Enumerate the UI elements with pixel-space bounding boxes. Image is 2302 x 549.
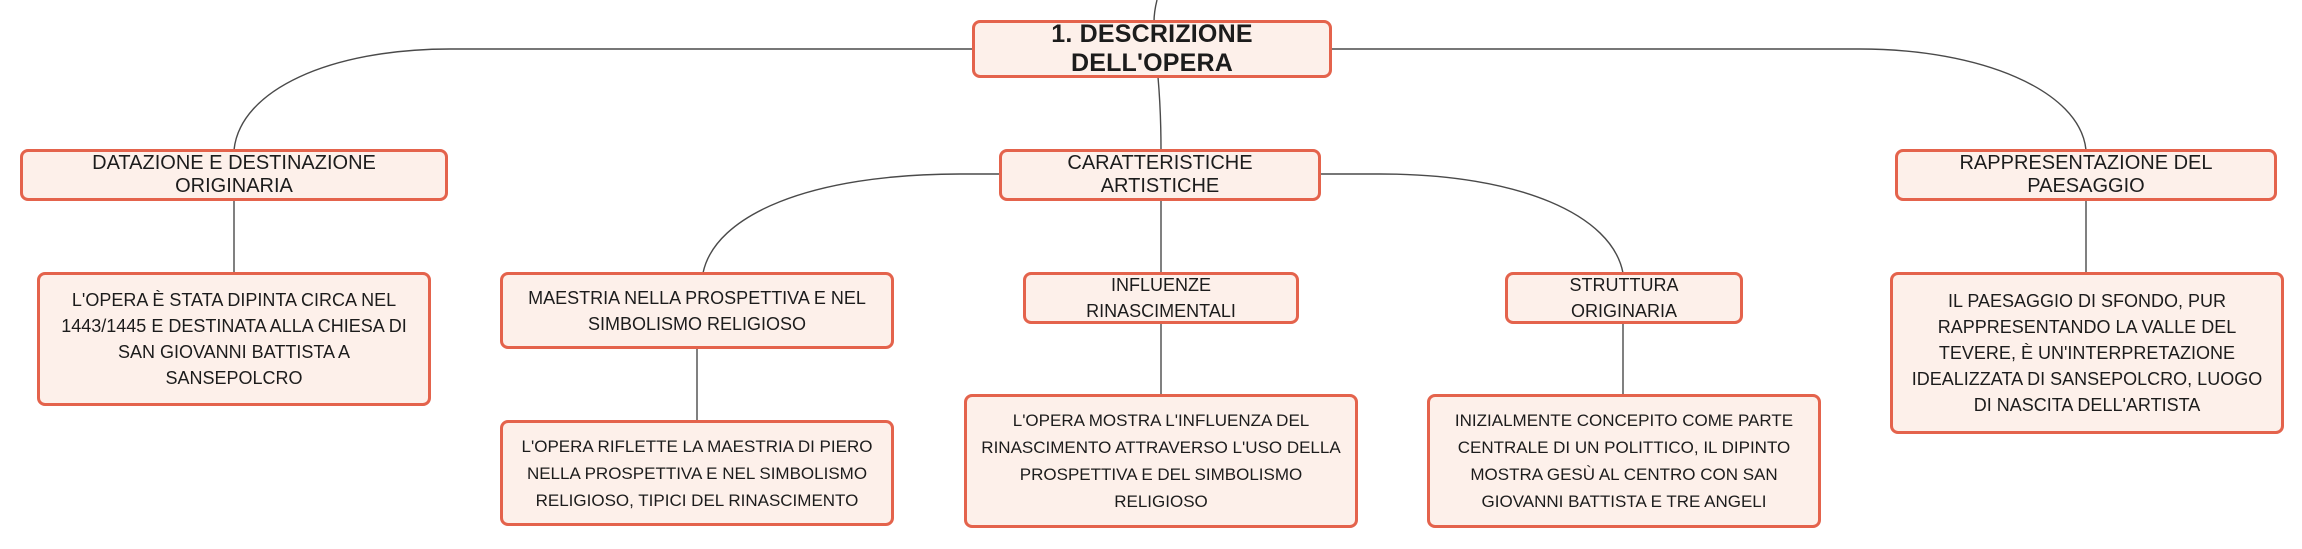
link-root-to-caratteristiche <box>1157 76 1162 151</box>
node-influenze[interactable]: INFLUENZE RINASCIMENTALI <box>1023 272 1299 324</box>
node-datazione-detail[interactable]: L'OPERA È STATA DIPINTA CIRCA NEL 1443/1… <box>37 272 431 406</box>
link-root-to-paesaggio <box>1328 48 2087 151</box>
link-caratteristiche-to-struttura <box>1321 173 1624 274</box>
node-datazione[interactable]: DATAZIONE E DESTINAZIONE ORIGINARIA <box>20 149 448 201</box>
link-parent-to-root <box>1153 0 1158 23</box>
node-struttura-detail[interactable]: INIZIALMENTE CONCEPITO COME PARTE CENTRA… <box>1427 394 1821 528</box>
node-caratteristiche[interactable]: CARATTERISTICHE ARTISTICHE <box>999 149 1321 201</box>
link-caratteristiche-to-maestria <box>702 173 999 274</box>
node-paesaggio-detail[interactable]: IL PAESAGGIO DI SFONDO, PUR RAPPRESENTAN… <box>1890 272 2284 434</box>
node-maestria-detail[interactable]: L'OPERA RIFLETTE LA MAESTRIA DI PIERO NE… <box>500 420 894 526</box>
node-influenze-detail[interactable]: L'OPERA MOSTRA L'INFLUENZA DEL RINASCIME… <box>964 394 1358 528</box>
link-root-to-datazione <box>233 48 976 151</box>
node-paesaggio[interactable]: RAPPRESENTAZIONE DEL PAESAGGIO <box>1895 149 2277 201</box>
root-node[interactable]: 1. DESCRIZIONE DELL'OPERA <box>972 20 1332 78</box>
node-maestria[interactable]: MAESTRIA NELLA PROSPETTIVA E NEL SIMBOLI… <box>500 272 894 349</box>
node-struttura[interactable]: STRUTTURA ORIGINARIA <box>1505 272 1743 324</box>
